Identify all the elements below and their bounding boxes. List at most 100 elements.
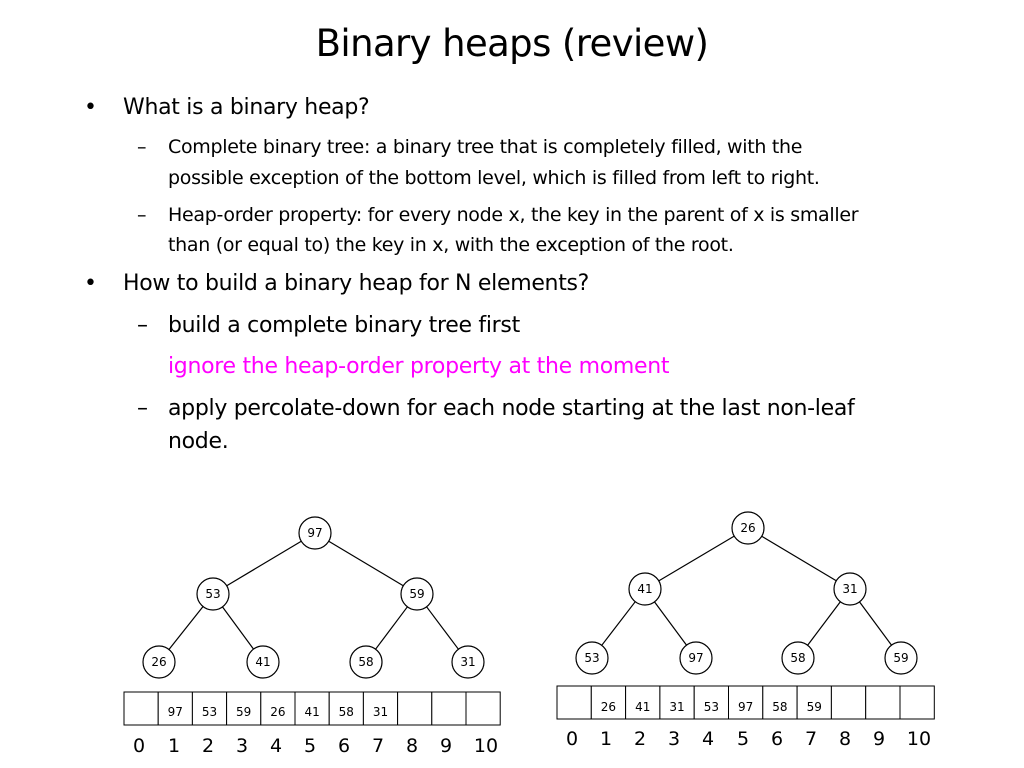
tree-edge	[601, 601, 636, 646]
array-index-label: 5	[304, 735, 316, 757]
tree-edge	[226, 540, 302, 587]
sub-bullet-line: build a complete binary tree first	[168, 313, 520, 338]
array-index-label: 6	[771, 728, 783, 750]
tree-node-label: 41	[637, 582, 652, 596]
array-index-label: 4	[702, 728, 714, 750]
array-cell	[899, 685, 935, 720]
tree-node-label: 26	[151, 655, 166, 669]
array-cell	[728, 685, 764, 720]
highlighted-note: ignore the heap-order property at the mo…	[168, 354, 670, 379]
array-cell	[226, 691, 262, 726]
array-index-label: 3	[668, 728, 680, 750]
array-cell-value: 58	[339, 705, 354, 719]
array-cell-value: 97	[168, 705, 183, 719]
array-cell	[625, 685, 661, 720]
bullet-text: How to build a binary heap for N element…	[123, 271, 590, 296]
array-cell	[328, 691, 364, 726]
tree-node-label: 26	[740, 521, 755, 535]
array-index-label: 9	[873, 728, 885, 750]
tree-edge	[375, 606, 408, 650]
sub-bullet-line: Heap-order property: for every node x, t…	[168, 204, 859, 226]
array-index-label: 0	[133, 735, 145, 757]
array-index-label: 3	[236, 735, 248, 757]
array-cell	[556, 685, 592, 720]
slide-title: Binary heaps (review)	[315, 22, 709, 65]
sub-bullet-line: possible exception of the bottom level, …	[168, 167, 820, 189]
array-cell-value: 31	[669, 700, 684, 714]
array-cell	[590, 685, 627, 720]
array-cell-value: 41	[304, 705, 319, 719]
array-cell	[796, 685, 832, 720]
array-index-label: 7	[805, 728, 817, 750]
array-index-label: 2	[202, 735, 214, 757]
array-index-label: 6	[338, 735, 350, 757]
tree-edge	[658, 535, 735, 582]
tree-node-label: 53	[584, 651, 599, 665]
array-index-label: 10	[474, 735, 498, 757]
array-cell	[431, 691, 467, 726]
tree-node	[833, 572, 867, 606]
array-index-label: 2	[634, 728, 646, 750]
tree-edge	[761, 535, 837, 582]
array-cell	[157, 691, 193, 726]
tree-node	[731, 511, 765, 545]
array-cell	[362, 691, 399, 726]
tree-node-label: 97	[688, 651, 703, 665]
tree-edge	[807, 601, 841, 646]
array-index-label: 9	[440, 735, 452, 757]
tree-node-label: 58	[790, 651, 805, 665]
array-cell	[260, 691, 296, 726]
sub-bullet-line: than (or equal to) the key in x, with th…	[168, 234, 734, 256]
array-index-label: 4	[270, 735, 282, 757]
tree-node-label: 97	[307, 526, 322, 540]
array-cell-value: 53	[704, 700, 719, 714]
tree-node-label: 53	[205, 587, 220, 601]
array-cell-value: 26	[270, 705, 285, 719]
tree-node	[451, 645, 485, 679]
tree-node-label: 59	[409, 587, 424, 601]
tree-node	[196, 577, 230, 611]
array-cell	[397, 691, 433, 726]
array-cell-value: 59	[807, 700, 822, 714]
array-cell	[294, 691, 330, 726]
sub-bullet-marker: –	[137, 136, 147, 158]
array-cell	[659, 685, 695, 720]
array-cell	[123, 691, 159, 726]
bullet-text: What is a binary heap?	[123, 95, 370, 120]
tree-edge	[328, 540, 404, 587]
sub-bullet-marker: –	[137, 396, 148, 421]
tree-node-label: 31	[842, 582, 857, 596]
tree-node	[246, 645, 280, 679]
tree-node-label: 31	[460, 655, 475, 669]
array-cell-value: 41	[635, 700, 650, 714]
array-cell	[830, 685, 867, 720]
array-cell-value: 53	[202, 705, 217, 719]
array-cell-value: 97	[738, 700, 753, 714]
array-index-label: 1	[600, 728, 612, 750]
sub-bullet-line: node.	[168, 429, 229, 454]
tree-node-label: 41	[255, 655, 270, 669]
array-cell-value: 26	[601, 700, 616, 714]
sub-bullet-marker: –	[137, 313, 148, 338]
array-index-label: 7	[372, 735, 384, 757]
array-cell-value: 58	[772, 700, 787, 714]
array-index-label: 5	[737, 728, 749, 750]
array-cell	[762, 685, 798, 720]
sub-bullet-marker: –	[137, 204, 147, 226]
tree-node	[884, 641, 918, 675]
tree-node	[298, 516, 332, 550]
tree-node	[575, 641, 609, 675]
tree-node-label: 59	[893, 651, 908, 665]
array-index-label: 10	[907, 728, 931, 750]
array-cell	[865, 685, 901, 720]
tree-node	[349, 645, 383, 679]
tree-edge	[426, 606, 459, 650]
tree-node	[781, 641, 815, 675]
array-cell	[465, 691, 501, 726]
bullet-marker: •	[84, 271, 97, 296]
tree-edge	[859, 601, 892, 646]
tree-node-label: 58	[358, 655, 373, 669]
